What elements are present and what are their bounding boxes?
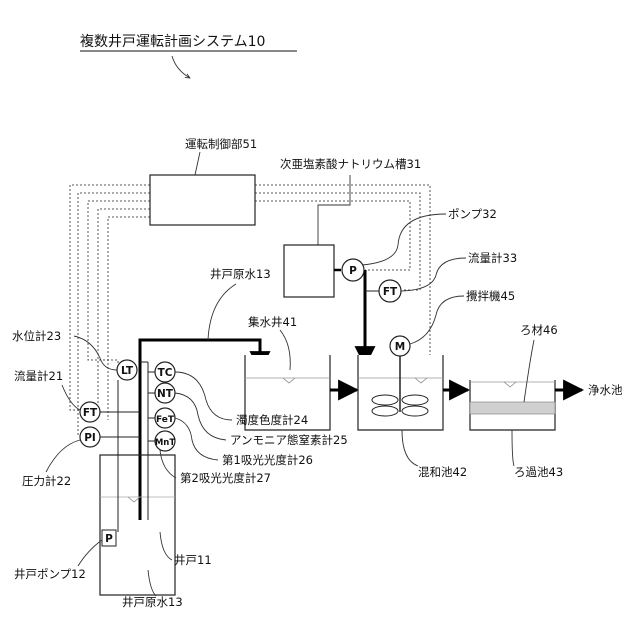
- nt-symbol: NT: [157, 388, 174, 400]
- fet-symbol: FeT: [156, 415, 175, 425]
- well-casing: [100, 455, 175, 595]
- tc-symbol: TC: [158, 367, 173, 379]
- well-level-mark: [128, 497, 140, 502]
- flowmeter33-leader: [401, 258, 466, 291]
- filter-media-layer: [470, 402, 555, 414]
- raw-water-bottom-leader: [148, 570, 156, 596]
- well-pump-label: 井戸ポンプ12: [14, 567, 86, 581]
- turbidity-label: 濁度色度計24: [236, 413, 308, 427]
- pressure-leader: [46, 440, 80, 472]
- pi-symbol: PI: [84, 432, 96, 444]
- ft21-symbol: FT: [83, 407, 98, 419]
- well-label: 井戸11: [174, 553, 212, 567]
- well-pump-leader: [78, 540, 102, 566]
- diagram-title: 複数井戸運転計画システム10: [80, 33, 265, 50]
- collection-well-label: 集水井41: [248, 315, 297, 329]
- flowmeter21-leader: [62, 385, 80, 410]
- flowmeter21-label: 流量計21: [14, 369, 63, 383]
- stirrer-label: 攪拌機45: [466, 289, 515, 303]
- abs2-label: 第2吸光光度計27: [180, 471, 271, 485]
- control-unit-label: 運転制御部51: [185, 137, 257, 151]
- pump32-leader: [362, 214, 446, 265]
- raw-water-bottom-label: 井戸原水13: [122, 595, 183, 609]
- well-pump-symbol: P: [105, 533, 113, 545]
- pump32-symbol: P: [349, 265, 357, 277]
- abs1-label: 第1吸光光度計26: [222, 453, 313, 467]
- clean-water-label: 浄水池: [588, 383, 623, 397]
- flowmeter33-symbol: FT: [383, 286, 398, 298]
- filter-media-label: ろ材46: [520, 323, 558, 337]
- well-leader: [160, 532, 172, 560]
- raw-water-top-leader: [208, 284, 236, 340]
- lt-symbol: LT: [121, 365, 134, 377]
- mixing-pond-leader: [402, 430, 418, 466]
- abs1-leader: [175, 418, 218, 460]
- pump32-label: ポンプ32: [448, 207, 497, 221]
- filter-pond-label: ろ過池43: [514, 465, 563, 479]
- hypochlorite-tank-leader: [318, 175, 350, 245]
- stirrer-motor-symbol: M: [395, 341, 405, 353]
- flowmeter33-label: 流量計33: [468, 251, 517, 265]
- mnt-symbol: MnT: [155, 438, 176, 448]
- hypochlorite-tank-box: [284, 245, 334, 297]
- turbidity-leader: [175, 372, 232, 420]
- mixing-pond-label: 混和池42: [418, 465, 467, 479]
- hypochlorite-tank-label: 次亜塩素酸ナトリウム槽31: [280, 157, 421, 171]
- title-arrow: [172, 56, 190, 78]
- ammonia-label: アンモニア態窒素計25: [230, 433, 348, 447]
- water-level-label: 水位計23: [12, 329, 61, 343]
- water-level-leader: [74, 336, 117, 370]
- control-unit-box: [150, 175, 255, 225]
- raw-water-top-label: 井戸原水13: [210, 267, 271, 281]
- pressure-label: 圧力計22: [22, 474, 71, 488]
- filter-pond-leader: [512, 430, 514, 466]
- abs2-leader: [160, 450, 176, 478]
- stirrer-leader: [410, 296, 464, 344]
- control-unit-leader: [195, 152, 200, 175]
